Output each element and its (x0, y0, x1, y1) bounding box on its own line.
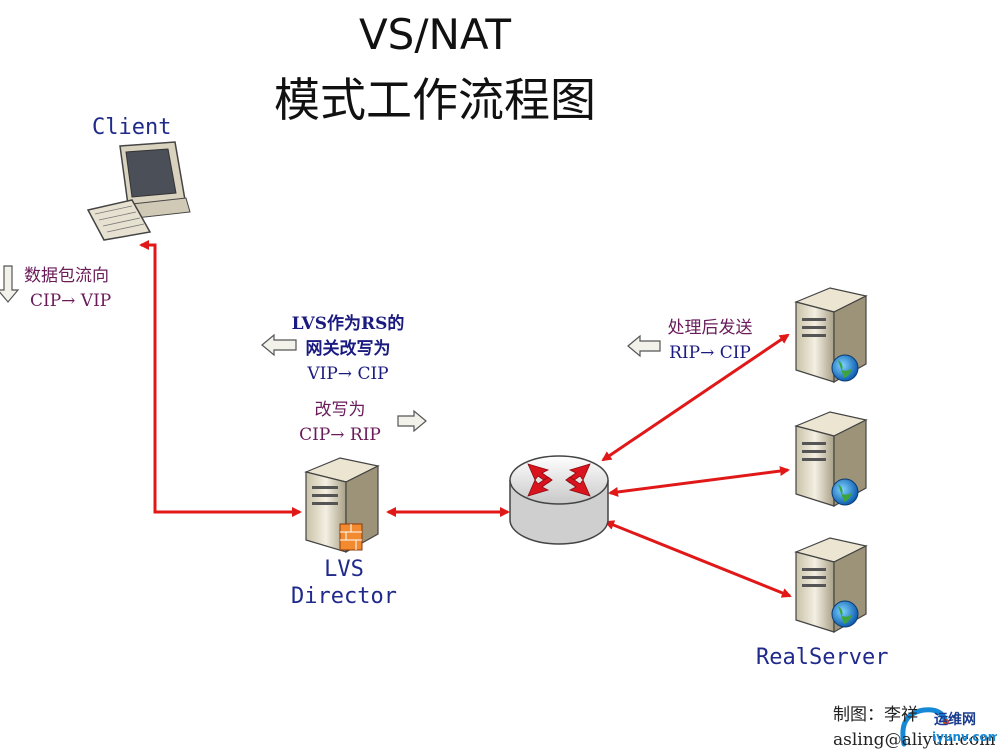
diagram-subtitle: 模式工作流程图 (274, 73, 596, 127)
client-director-link (139, 240, 302, 517)
packet-flow-note: 数据包流向 CIP→ VIP (24, 264, 111, 314)
left-arrow-icon-rs (627, 334, 661, 358)
watermark-url: iyunv.com (932, 730, 997, 744)
down-arrow-icon (0, 265, 20, 303)
router-rs3-link (604, 520, 792, 598)
author-email: asling@aliyun.com (833, 730, 996, 750)
packet-flow-rule: CIP→ VIP (30, 291, 112, 311)
rewrite-rule: CIP→ RIP (299, 425, 381, 445)
client-computer-icon (86, 141, 191, 241)
director-label: LVS Director (276, 556, 412, 610)
lvs-gateway-line1: LVS作为RS的 (291, 314, 405, 334)
router-icon (509, 455, 609, 545)
left-arrow-icon-gateway (261, 333, 297, 357)
lvs-gateway-note: LVS作为RS的 网关改写为 VIP→ CIP (268, 312, 428, 387)
packet-flow-title: 数据包流向 (24, 266, 109, 286)
rs-send-rule: RIP→ CIP (669, 343, 751, 363)
lvs-gateway-line3: VIP→ CIP (307, 364, 389, 384)
rs-send-title: 处理后发送 (667, 318, 753, 338)
router-rs2-link (608, 466, 790, 497)
router-rs1-link (601, 333, 790, 462)
author-credit: 制图：李祥 (833, 703, 918, 728)
rewrite-title: 改写为 (314, 400, 366, 420)
lvs-gateway-line2: 网关改写为 (305, 339, 391, 359)
author-label: 制图： (833, 705, 884, 725)
watermark-text: 运维网 (934, 712, 976, 728)
client-label: Client (92, 115, 172, 140)
watermark-logo-icon (900, 707, 949, 747)
director-label-line1: LVS (324, 557, 364, 582)
realserver-1-icon (794, 287, 868, 384)
rs-send-note: 处理后发送 RIP→ CIP (650, 316, 770, 366)
rewrite-note: 改写为 CIP→ RIP (280, 398, 400, 448)
realserver-label: RealServer (756, 645, 889, 670)
realserver-3-icon (794, 537, 868, 634)
right-arrow-icon-rewrite (397, 409, 427, 433)
realserver-2-icon (794, 411, 868, 508)
author-name: 李祥 (884, 705, 918, 725)
diagram-title: VS/NAT (358, 10, 512, 59)
director-server-icon (304, 457, 380, 554)
director-label-line2: Director (291, 584, 397, 609)
